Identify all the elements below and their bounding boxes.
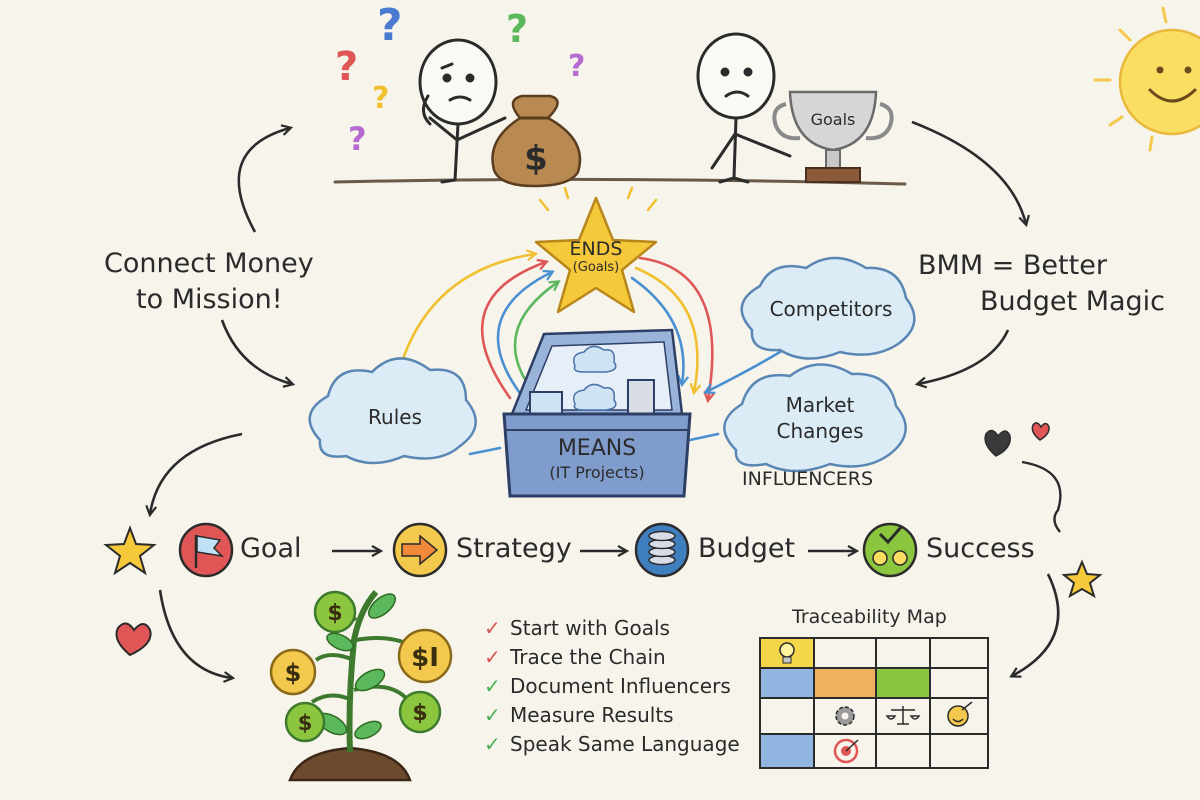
- checklist-item: ✓ Start with Goals: [484, 614, 740, 643]
- left-caption-line1: Connect Money: [104, 248, 314, 279]
- checklist-item-text: Start with Goals: [510, 616, 670, 640]
- coin-symbol: $: [412, 701, 427, 726]
- heart-dark-icon: [984, 429, 1011, 457]
- flow-step-budget: Budget: [698, 533, 796, 564]
- traceability-grid: [759, 637, 989, 769]
- check-mark-icon: ✓: [484, 732, 501, 756]
- check-mark-icon: ✓: [484, 645, 501, 669]
- arrow-right-bottom: [1012, 573, 1060, 676]
- market-changes-cloud: [723, 363, 907, 473]
- arrow-right-top: [911, 120, 1026, 224]
- svg-text:?: ?: [372, 81, 389, 116]
- ends-star-icon: [534, 186, 658, 314]
- goal-flag-icon: [178, 522, 234, 578]
- success-smiley-icon: [862, 522, 918, 578]
- budget-coins-icon: [634, 522, 690, 578]
- flow-step-success: Success: [926, 533, 1035, 564]
- flow-step-strategy: Strategy: [456, 533, 572, 564]
- coin-symbol: $I: [411, 643, 439, 673]
- ends-subtitle: (Goals): [572, 260, 620, 275]
- checklist-item: ✓ Speak Same Language: [484, 730, 740, 759]
- left-caption: Connect Money to Mission!: [104, 246, 314, 318]
- sun-icon: [1093, 6, 1200, 152]
- sad-person-figure: [696, 32, 792, 184]
- coin-symbols: $ $ $ $ $I: [285, 601, 439, 735]
- arrow-left-bottom: [158, 589, 232, 678]
- heart-left-icon: [115, 622, 152, 657]
- rules-cloud: [308, 357, 477, 465]
- coin-symbol: $: [285, 659, 302, 687]
- checklist-item: ✓ Document Influencers: [484, 672, 740, 701]
- lightbulb-icon: [779, 642, 795, 664]
- star-left-icon: [103, 525, 157, 576]
- market-changes-line1: Market: [785, 393, 855, 417]
- connection-arcs: [398, 254, 782, 456]
- checklist-item: ✓ Measure Results: [484, 701, 740, 730]
- means-subtitle: (IT Projects): [549, 463, 645, 482]
- right-caption: BMM = Better Budget Magic: [918, 248, 1165, 320]
- trophy-label: Goals: [811, 110, 856, 129]
- check-mark-icon: ✓: [484, 703, 501, 727]
- market-changes-label: Market Changes: [760, 392, 880, 444]
- money-tree-icon: [269, 590, 453, 782]
- left-caption-line2: to Mission!: [136, 284, 283, 315]
- star-right-icon: [1061, 559, 1103, 599]
- target-smiley-icon: [947, 701, 973, 727]
- coin-symbol: $: [327, 601, 342, 626]
- svg-text:?: ?: [335, 44, 358, 90]
- strategy-arrow-icon: [392, 522, 448, 578]
- svg-text:?: ?: [377, 0, 403, 51]
- target-icon: [833, 738, 859, 764]
- means-title: MEANS: [557, 436, 637, 461]
- confused-person-figure: [418, 38, 507, 184]
- means-label: MEANS (IT Projects): [506, 436, 688, 484]
- squiggle-line: [1021, 460, 1062, 533]
- goals-trophy-icon: Goals: [772, 90, 894, 183]
- competitors-cloud-label: Competitors: [769, 297, 893, 321]
- market-changes-line2: Changes: [776, 419, 864, 443]
- svg-text:?: ?: [348, 120, 367, 158]
- ends-title: ENDS: [569, 238, 623, 260]
- checklist: ✓ Start with Goals ✓ Trace the Chain ✓ Docu…: [484, 614, 740, 759]
- arrow-left-lower: [150, 432, 243, 514]
- scales-icon: [885, 706, 921, 725]
- flow-step-goal: Goal: [240, 533, 302, 564]
- money-bag-symbol: $: [524, 139, 548, 179]
- arrow-right-mid: [918, 329, 1010, 384]
- heart-pink-icon: [1031, 422, 1050, 441]
- arrow-left-down: [220, 319, 292, 384]
- checklist-item: ✓ Trace the Chain: [484, 643, 740, 672]
- rules-cloud-label: Rules: [368, 405, 422, 429]
- arrow-left-up: [237, 128, 290, 233]
- right-caption-line2: Budget Magic: [980, 286, 1166, 317]
- question-marks-icon: ? ? ? ? ? ?: [335, 0, 585, 158]
- check-mark-icon: ✓: [484, 616, 501, 640]
- competitors-cloud: [740, 256, 916, 360]
- checklist-item-text: Document Influencers: [510, 674, 731, 698]
- gear-icon: [835, 706, 855, 726]
- coin-symbol: $: [298, 711, 313, 735]
- ends-label: ENDS (Goals): [556, 238, 636, 276]
- checklist-item-text: Speak Same Language: [510, 732, 740, 756]
- checklist-item-text: Trace the Chain: [510, 645, 666, 669]
- check-mark-icon: ✓: [484, 674, 501, 698]
- influencers-label: INFLUENCERS: [742, 468, 874, 490]
- means-chest-icon: [502, 328, 692, 498]
- svg-text:?: ?: [506, 7, 528, 51]
- svg-text:?: ?: [568, 49, 585, 84]
- checklist-item-text: Measure Results: [510, 703, 674, 727]
- traceability-title: Traceability Map: [792, 606, 947, 628]
- right-caption-line1: BMM = Better: [918, 250, 1107, 281]
- money-bag-icon: $: [491, 94, 582, 188]
